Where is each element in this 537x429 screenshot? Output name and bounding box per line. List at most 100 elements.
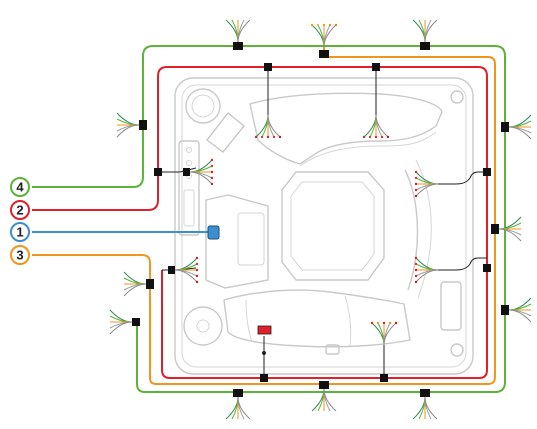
wire-tip — [272, 135, 276, 139]
red-harness-loop — [32, 66, 488, 379]
wire-tip — [195, 256, 199, 260]
harness-wire — [123, 283, 147, 297]
wire-connector-icon — [319, 381, 329, 389]
wire-tip — [414, 194, 418, 198]
wire-connector-icon — [132, 318, 140, 326]
callout-4: 4 — [10, 177, 30, 197]
wire-connector-icon — [501, 122, 509, 132]
harness-wire — [237, 396, 251, 420]
callout-circle — [10, 200, 30, 220]
control-box-icon — [207, 225, 220, 240]
wire-tip — [316, 23, 320, 27]
harness-fan-icon — [414, 170, 439, 198]
callout-label: 3 — [16, 248, 23, 263]
inner-leads — [158, 67, 487, 378]
wire-connector-icon — [380, 374, 388, 382]
callout-2: 2 — [10, 200, 30, 220]
callout-label: 4 — [16, 180, 24, 195]
wire-connector-icon — [491, 224, 499, 234]
wire-tip — [210, 170, 214, 174]
wire-tip — [382, 321, 386, 325]
harness-wire — [375, 114, 389, 138]
harness-wire — [498, 228, 522, 242]
harness-fan-icon — [412, 396, 438, 420]
harness-wire — [323, 388, 337, 412]
heater-icon — [257, 325, 272, 355]
wire-connector-icon — [420, 42, 430, 50]
wire-connector-icon — [233, 42, 243, 50]
wire-tip — [376, 321, 380, 325]
wire-tip — [195, 268, 199, 272]
harness-fan-icon — [123, 271, 147, 297]
wire-tip — [414, 170, 418, 174]
callout-circle — [10, 222, 30, 242]
wire-connectors — [132, 42, 509, 397]
harness-wire — [109, 321, 133, 335]
harness-fans — [109, 19, 532, 420]
wire-tip — [362, 135, 366, 139]
harness-wire — [267, 114, 281, 138]
callout-label: 2 — [16, 203, 23, 218]
wire-tip — [195, 274, 199, 278]
wire-connector-icon — [372, 63, 380, 71]
wire-tip — [380, 135, 384, 139]
wire-tip — [414, 268, 418, 272]
wire-connector-icon — [183, 168, 190, 176]
orange-harness-loop — [32, 47, 496, 385]
harness-wire — [424, 396, 438, 420]
wire-connector-icon — [420, 389, 430, 397]
wire-tip — [260, 135, 264, 139]
wire-tip — [254, 135, 258, 139]
harness-fan-icon — [508, 297, 532, 323]
wire-tip — [266, 135, 270, 139]
callout-label: 1 — [16, 225, 23, 240]
wire-tip — [414, 274, 418, 278]
wire-tip — [414, 280, 418, 284]
wire-tip — [328, 23, 332, 27]
wire-tip — [386, 135, 390, 139]
wire-connector-icon — [154, 168, 162, 176]
harness-fan-icon — [311, 388, 337, 412]
harness-fan-icon — [189, 158, 214, 186]
wire-tip — [195, 262, 199, 266]
wire-tip — [368, 135, 372, 139]
harness-fan-icon — [225, 396, 251, 420]
wire-tip — [414, 182, 418, 186]
green-harness-loop — [32, 45, 506, 393]
harness-fan-icon — [254, 114, 282, 139]
harness-wire — [415, 269, 439, 283]
harness-wire — [508, 126, 532, 140]
harness-wire — [383, 322, 397, 346]
harness-fan-icon — [109, 309, 133, 335]
wire-connector-icon — [260, 374, 268, 382]
wire-tip — [278, 135, 282, 139]
wire-tip — [334, 23, 338, 27]
harness-fan-icon — [414, 256, 439, 284]
wire-tip — [210, 176, 214, 180]
harness-wire — [237, 19, 251, 43]
wire-connector-icon — [233, 389, 243, 397]
wire-tip — [374, 135, 378, 139]
wire-connector-icon — [501, 305, 509, 315]
harness-fan-icon — [174, 256, 199, 284]
harness-wire — [424, 19, 438, 43]
harness-fan-icon — [508, 114, 532, 140]
harness-wire — [323, 24, 337, 48]
wire-connector-icon — [264, 63, 272, 71]
harness-fan-icon — [412, 19, 438, 43]
spa-tub-outline — [174, 77, 474, 375]
wire-tip — [310, 23, 314, 27]
wire-tip — [414, 176, 418, 180]
wire-connector-icon — [319, 50, 329, 58]
harness-wire — [174, 269, 198, 283]
wire-connector-icon — [139, 120, 147, 130]
wire-tip — [210, 182, 214, 186]
callout-3: 3 — [10, 245, 30, 265]
callout-circle — [10, 177, 30, 197]
wire-tip — [322, 23, 326, 27]
wire-tip — [210, 158, 214, 162]
wire-connector-icon — [483, 264, 491, 272]
harness-fan-icon — [370, 321, 398, 346]
callout-1: 1 — [10, 222, 30, 242]
